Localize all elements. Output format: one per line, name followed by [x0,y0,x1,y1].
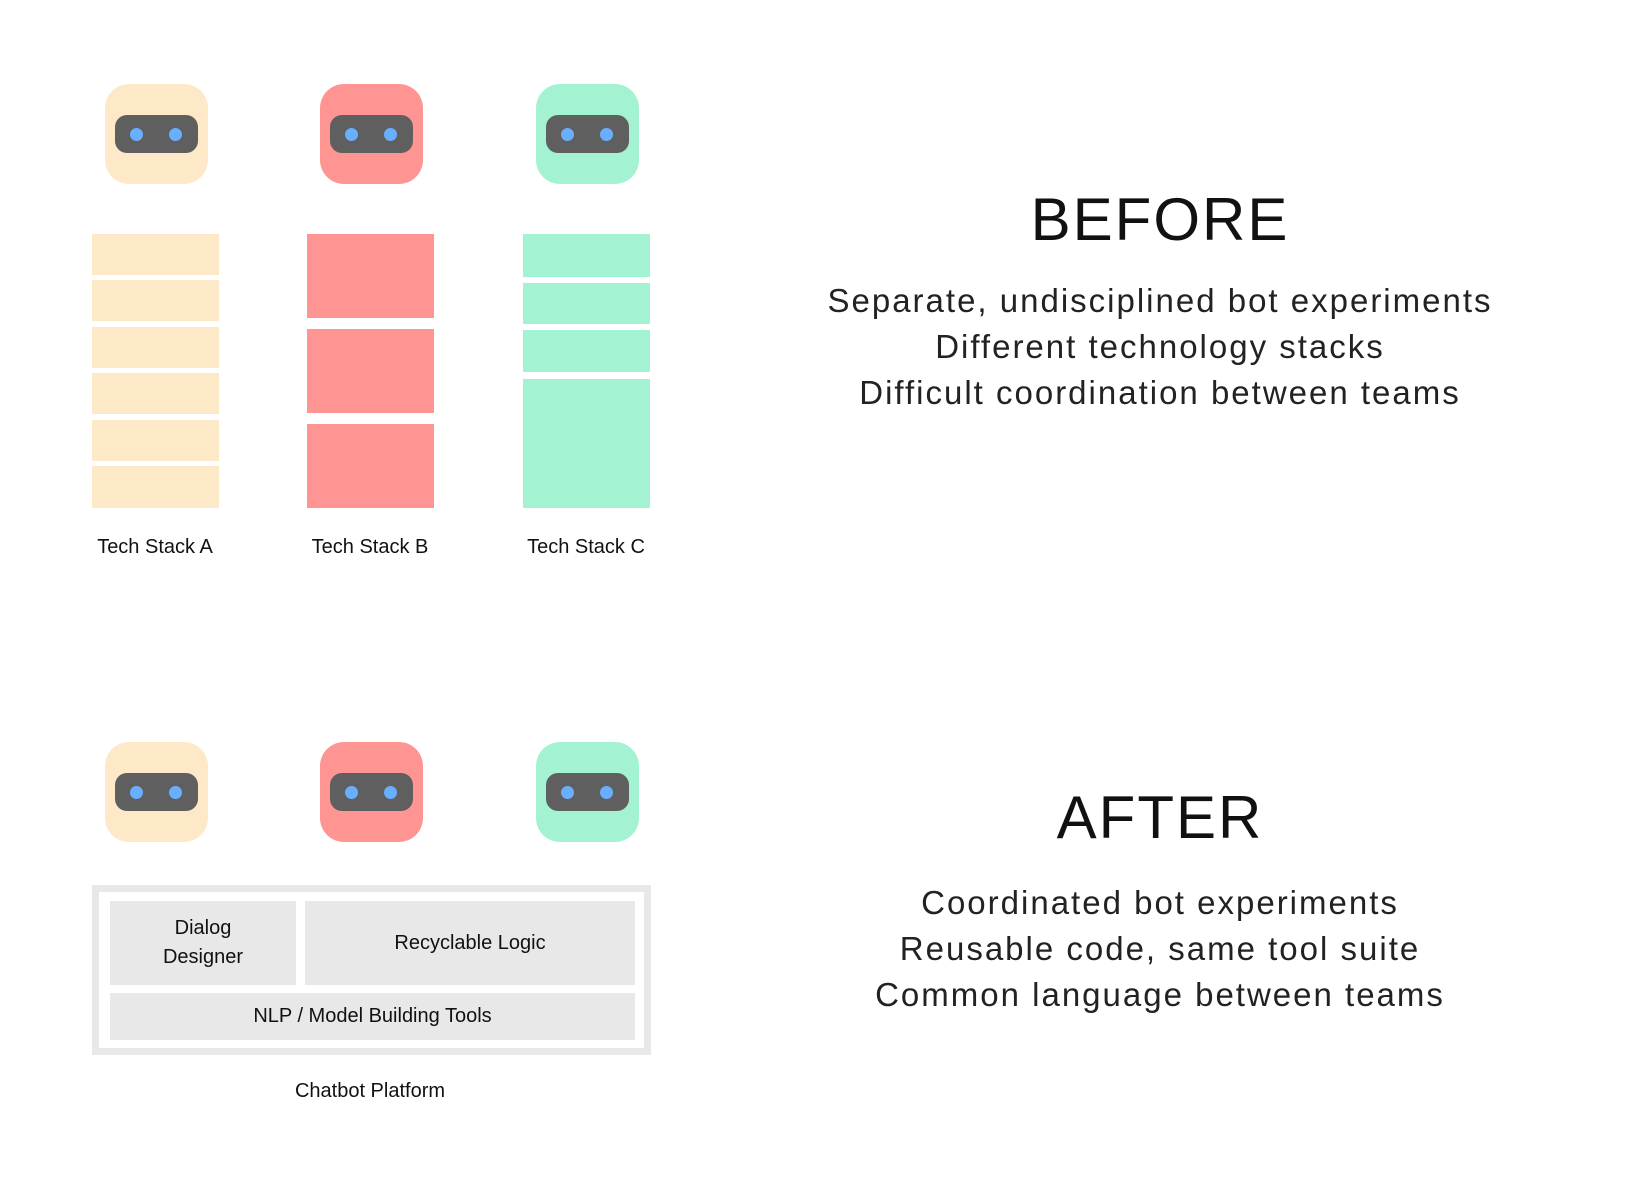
stack-block [307,424,434,508]
stack-block [92,280,219,321]
bot-eye-icon [130,128,143,141]
stack-label-a: Tech Stack A [97,536,213,558]
bot-eye-icon [561,786,574,799]
before-heading: BEFORE [1030,186,1290,253]
stack-block [92,466,219,508]
bot-visor [330,773,413,811]
bot-eye-icon [561,128,574,141]
bot-visor [546,773,629,811]
bot-icon [320,742,423,842]
bot-eye-icon [600,128,613,141]
bot-eye-icon [169,786,182,799]
stack-block [523,283,650,324]
bot-icon [536,742,639,842]
stack-block [92,373,219,414]
stack-block [523,330,650,372]
stack-block [307,329,434,413]
stack-label-b: Tech Stack B [311,536,429,558]
before-line: Different technology stacks [935,328,1385,365]
nlp-tools-cell: NLP / Model Building Tools [110,993,635,1040]
bot-eye-icon [600,786,613,799]
dialog-designer-line: Dialog [174,917,232,939]
after-description: Coordinated bot experiments Reusable cod… [770,880,1550,1018]
before-line: Difficult coordination between teams [859,374,1461,411]
after-heading: AFTER [1056,784,1264,851]
bot-visor [330,115,413,153]
before-line: Separate, undisciplined bot experiments [827,282,1493,319]
stack-block [92,327,219,368]
stack-block [92,234,219,275]
bot-icon [536,84,639,184]
bot-icon [105,84,208,184]
nlp-tools-label: NLP / Model Building Tools [253,1005,492,1027]
recyclable-logic-cell: Recyclable Logic [305,901,635,985]
stack-block [307,234,434,318]
bot-icon [105,742,208,842]
bot-eye-icon [130,786,143,799]
bot-eye-icon [384,128,397,141]
stack-block [523,234,650,277]
bot-visor [546,115,629,153]
bot-visor [115,115,198,153]
bot-eye-icon [345,786,358,799]
bot-eye-icon [169,128,182,141]
dialog-designer-cell: Dialog Designer [110,901,296,985]
stack-block [523,379,650,508]
bot-eye-icon [345,128,358,141]
bot-icon [320,84,423,184]
after-line: Reusable code, same tool suite [899,930,1421,967]
bot-visor [115,773,198,811]
stack-label-c: Tech Stack C [527,536,645,558]
dialog-designer-line: Designer [162,946,244,968]
chatbot-platform-box: Dialog Designer Recyclable Logic NLP / M… [92,885,651,1055]
after-line: Common language between teams [875,976,1445,1013]
stack-block [92,420,219,461]
after-line: Coordinated bot experiments [921,884,1399,921]
platform-label: Chatbot Platform [294,1080,446,1102]
before-description: Separate, undisciplined bot experiments … [770,278,1550,416]
bot-eye-icon [384,786,397,799]
recyclable-logic-label: Recyclable Logic [394,931,546,954]
